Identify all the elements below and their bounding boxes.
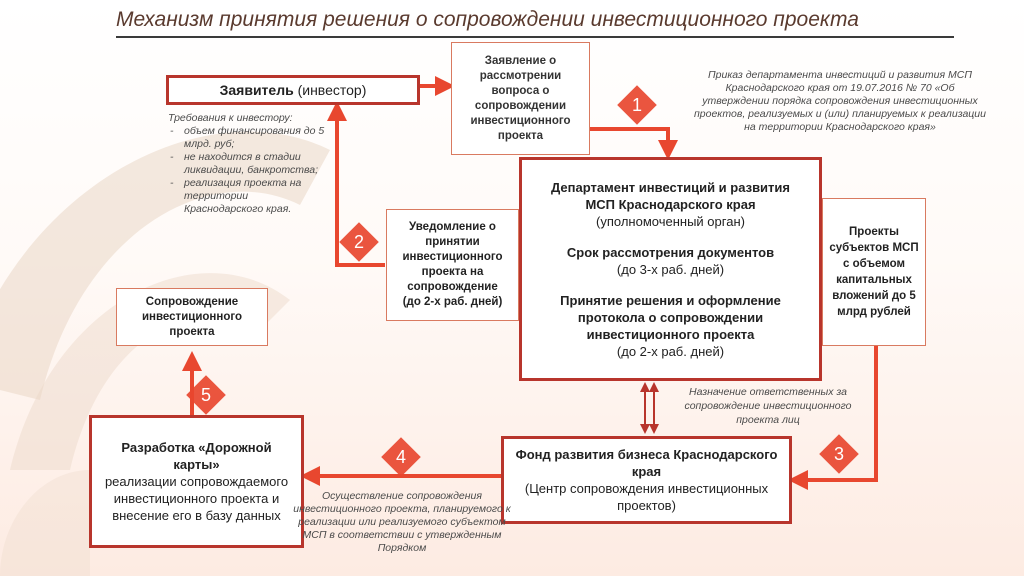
step-number: 4	[395, 446, 406, 467]
step-number: 2	[353, 231, 364, 252]
arrow-sme-to-fund	[788, 346, 878, 490]
requirement-item: не находится в стадии ликвидации, банкро…	[168, 151, 330, 177]
requirement-item: реализация проекта на территории Краснод…	[168, 177, 330, 216]
order-note-text: Приказ департамента инвестиций и развити…	[694, 69, 986, 133]
title-underline	[116, 36, 954, 38]
application-box: Заявление о рассмотрении вопроса о сопро…	[451, 42, 590, 155]
requirements-heading: Требования к инвестору:	[168, 112, 293, 124]
decision-text: Принятие решения и оформление протокола …	[560, 292, 781, 342]
roadmap-title: Разработка «Дорожной карты»	[121, 440, 272, 472]
department-role: (уполномоченный орган)	[596, 213, 745, 229]
decision-days: (до 2-х раб. дней)	[616, 343, 725, 359]
responsible-note: Назначение ответственных за сопровождени…	[664, 385, 872, 427]
review-term: Срок рассмотрения документов	[566, 244, 775, 260]
arrow-notification-to-applicant	[327, 101, 385, 267]
fund-box: Фонд развития бизнеса Краснодарского кра…	[501, 436, 792, 524]
responsible-note-text: Назначение ответственных за сопровождени…	[684, 386, 852, 426]
department-box: Департамент инвестиций и развития МСП Кр…	[519, 157, 822, 381]
applicant-box: Заявитель (инвестор)	[166, 75, 420, 105]
fund-center: (Центр сопровождения инвестиционных прое…	[524, 481, 769, 513]
department-name: Департамент инвестиций и развития МСП Кр…	[551, 179, 790, 212]
sme-projects-text: Проекты субъектов МСП с объемом капиталь…	[829, 226, 919, 318]
investor-requirements: Требования к инвестору: объем финансиров…	[168, 112, 330, 216]
step-marker-5: 5	[186, 375, 226, 415]
step-marker-4: 4	[381, 437, 421, 477]
step-marker-1: 1	[617, 85, 657, 125]
notification-box: Уведомление о принятии инвестиционного п…	[386, 209, 519, 321]
order-note: Приказ департамента инвестиций и развити…	[694, 69, 986, 134]
review-days: (до 3-х раб. дней)	[616, 261, 725, 277]
implementation-note-text: Осуществление сопровождения инвестиционн…	[293, 490, 511, 554]
page-title: Механизм принятия решения о сопровождени…	[116, 8, 859, 31]
applicant-label: Заявитель	[219, 82, 294, 98]
support-text: Сопровождение инвестиционного проекта	[141, 295, 243, 338]
sme-projects-box: Проекты субъектов МСП с объемом капиталь…	[822, 198, 926, 346]
arrow-application-to-department	[590, 127, 678, 160]
roadmap-desc: реализации сопровождаемого инвестиционно…	[104, 474, 289, 523]
implementation-note: Осуществление сопровождения инвестиционн…	[288, 490, 516, 555]
requirement-item: объем финансирования до 5 млрд. руб;	[168, 125, 330, 151]
notification-days: (до 2-х раб. дней)	[402, 296, 503, 308]
step-marker-2: 2	[339, 222, 379, 262]
notification-text: Уведомление о принятии инвестиционного п…	[402, 221, 503, 293]
support-box: Сопровождение инвестиционного проекта	[116, 288, 268, 346]
step-number: 1	[631, 94, 642, 115]
fund-name: Фонд развития бизнеса Краснодарского кра…	[515, 447, 778, 479]
step-number: 3	[833, 443, 844, 464]
step-marker-3: 3	[819, 434, 859, 474]
roadmap-box: Разработка «Дорожной карты» реализации с…	[89, 415, 304, 548]
application-text: Заявление о рассмотрении вопроса о сопро…	[470, 54, 571, 142]
step-number: 5	[200, 384, 211, 405]
applicant-label-rest: (инвестор)	[293, 82, 367, 98]
